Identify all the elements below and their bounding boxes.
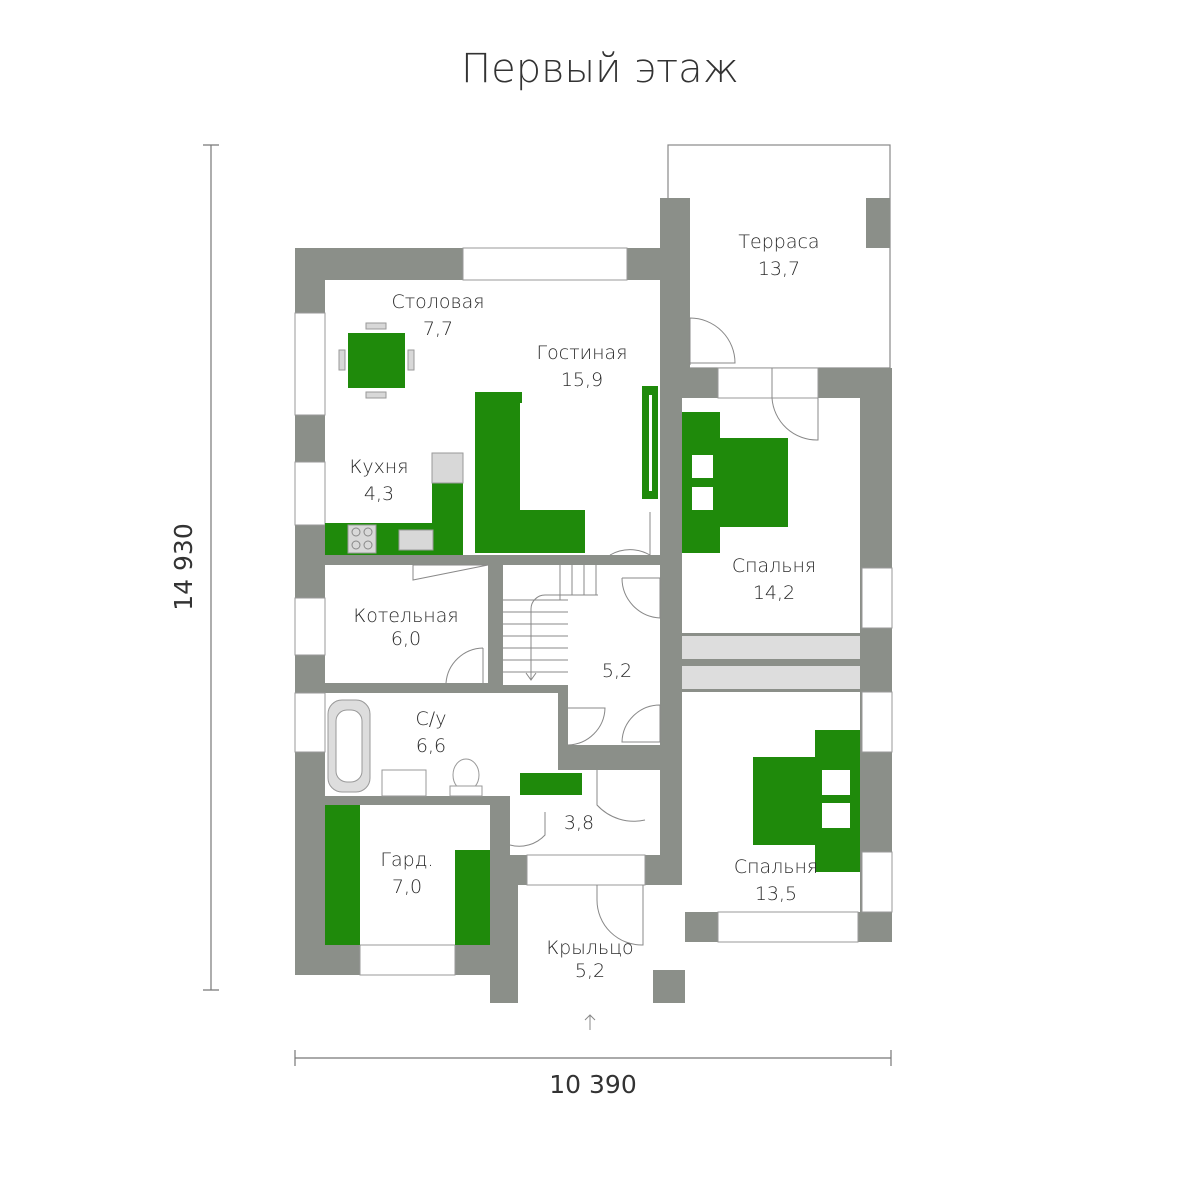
living-area: 15,9 [561,369,603,391]
dining-table [348,333,405,388]
bedroom2-area: 13,5 [755,883,797,905]
hall-area: 5,2 [602,660,632,682]
porch-name: Крыльцо [546,937,633,959]
closet-shelf [520,773,582,795]
dimension-lines: 14 930 10 390 [169,144,892,1099]
living-name: Гостиная [537,342,628,364]
sink [381,769,427,797]
sofa [475,392,585,553]
bathroom-area: 6,6 [416,735,446,757]
porch-area: 5,2 [575,960,605,982]
kitchen-area: 4,3 [364,483,394,505]
bedroom1-area: 14,2 [753,582,795,604]
windows [294,247,893,976]
bedroom1-name: Спальня [732,555,816,577]
furniture [325,322,860,945]
terrace-outline [667,144,891,369]
wardrobe-name: Гард. [380,849,433,871]
terrace-area: 13,7 [758,258,800,280]
wardrobe-area: 7,0 [392,876,422,898]
kitchen-name: Кухня [350,456,409,478]
closet-area: 3,8 [564,812,594,834]
wardrobe-left [325,805,360,945]
boiler-area: 6,0 [391,628,421,650]
entrance-arrow-icon [584,1014,596,1030]
terrace-name: Терраса [738,231,819,253]
dining-area: 7,7 [423,318,453,340]
bed2 [753,757,815,845]
width-dimension: 10 390 [549,1070,636,1099]
wardrobe-right [455,850,490,945]
doors [412,317,819,946]
room-labels: Терраса 13,7 Столовая 7,7 Гостиная 15,9 … [350,231,820,982]
page-title: Первый этаж [461,46,739,92]
bed1 [720,438,788,527]
height-dimension: 14 930 [169,523,198,610]
bed2-headboard [815,730,860,872]
bedroom2-name: Спальня [734,856,818,878]
bathroom-name: С/у [416,708,447,730]
boiler-name: Котельная [353,605,458,627]
bed1-headboard [682,412,720,553]
dining-name: Столовая [391,291,484,313]
stairs [503,565,598,681]
